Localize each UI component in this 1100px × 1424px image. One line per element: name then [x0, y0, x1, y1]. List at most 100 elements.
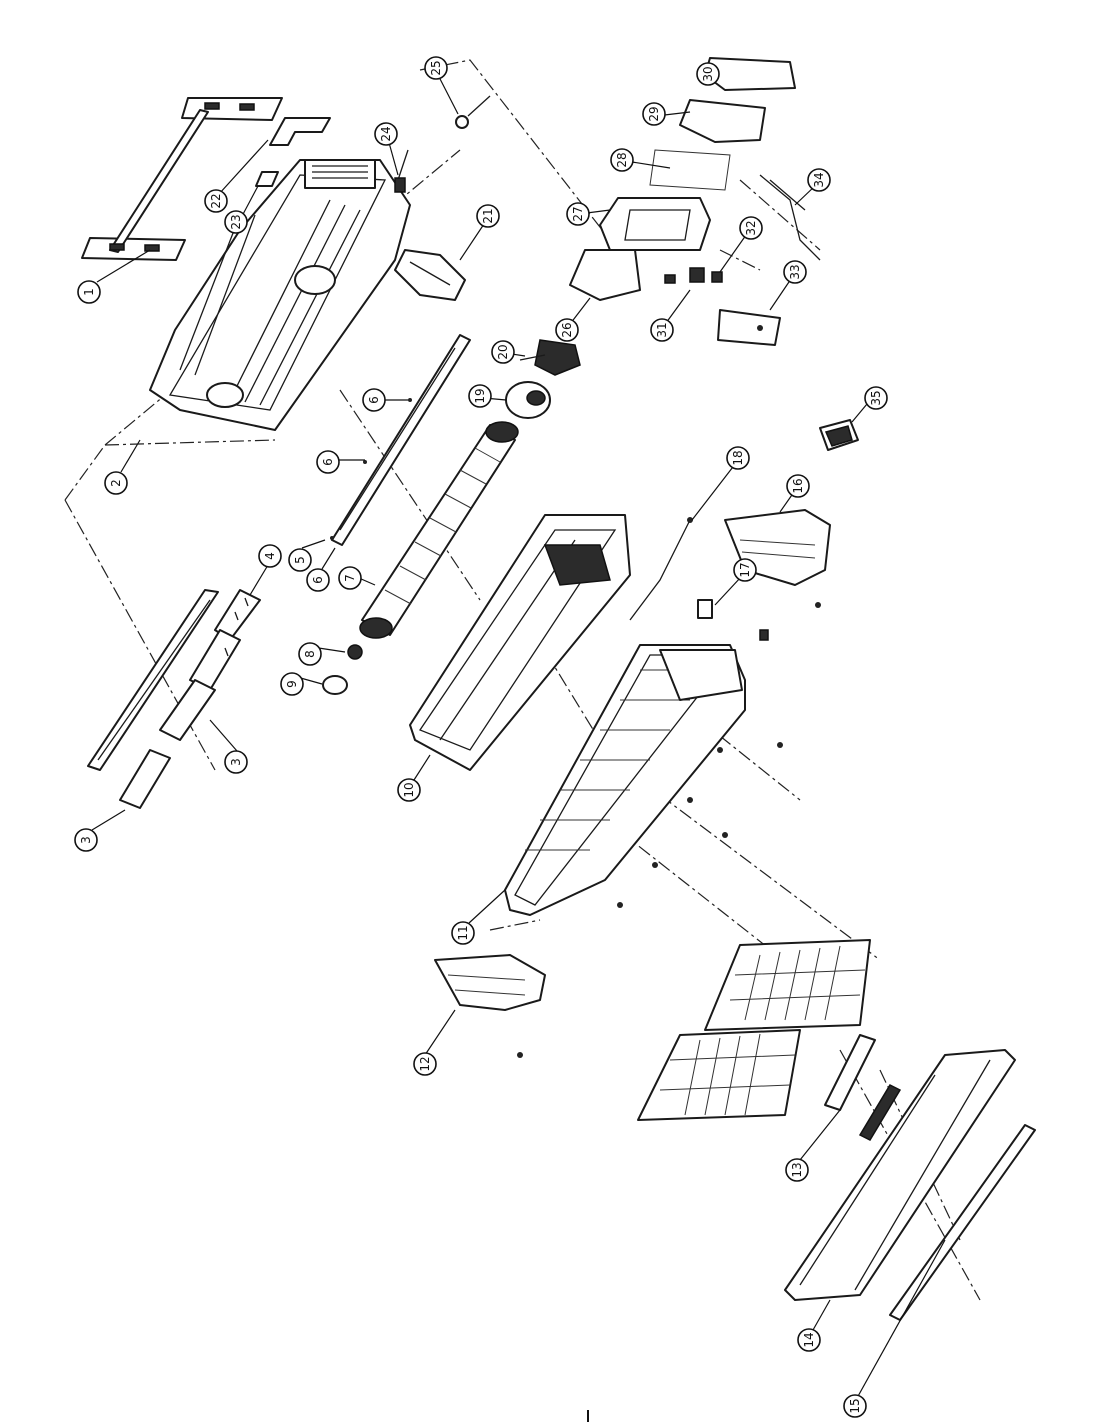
callout-10: 10: [397, 778, 421, 802]
callout-15: 15: [843, 1394, 867, 1418]
callout-label: 15: [848, 1398, 862, 1413]
callout-18: 18: [726, 446, 750, 470]
part-terminal-block: [717, 309, 781, 346]
part-evaporator: [409, 514, 631, 771]
part-mounting-plate: [81, 97, 283, 261]
callout-label: 28: [615, 152, 629, 167]
callout-21: 21: [476, 204, 500, 228]
callout-label: 13: [790, 1162, 804, 1177]
callout-label: 14: [802, 1332, 816, 1347]
callout-label: 35: [869, 390, 883, 405]
callout-label: 10: [402, 782, 416, 797]
callout-8: 8: [298, 642, 322, 666]
callout-20: 20: [491, 340, 515, 364]
callout-1: 1: [77, 280, 101, 304]
callout-6a: 6: [306, 568, 330, 592]
callout-3b: 3: [224, 750, 248, 774]
part-motor-bracket: [519, 339, 581, 376]
callout-35: 35: [864, 386, 888, 410]
part-pipes-24-25: [394, 95, 491, 193]
callout-label: 17: [738, 562, 752, 577]
callout-3a: 3: [74, 828, 98, 852]
callout-9: 9: [280, 672, 304, 696]
part-vanes: [87, 589, 261, 809]
callout-label: 19: [473, 388, 487, 403]
callout-label: 24: [379, 126, 393, 141]
callout-label: 7: [343, 574, 357, 582]
callout-label: 1: [82, 288, 96, 296]
callout-26: 26: [555, 318, 579, 342]
part-display-board: [824, 1034, 902, 1141]
callout-5: 5: [288, 548, 312, 572]
callout-label: 12: [418, 1056, 432, 1071]
callout-label: 6: [321, 458, 335, 466]
callout-label: 3: [229, 758, 243, 766]
callout-label: 9: [285, 680, 299, 688]
callout-label: 25: [429, 60, 443, 75]
callout-label: 18: [731, 450, 745, 465]
callout-2: 2: [104, 471, 128, 495]
callout-label: 6: [367, 396, 381, 404]
callout-label: 20: [496, 344, 510, 359]
callout-4: 4: [258, 544, 282, 568]
callout-14: 14: [797, 1328, 821, 1352]
callout-6b: 6: [316, 450, 340, 474]
part-cross-flow-fan: [359, 421, 519, 639]
callout-label: 22: [209, 193, 223, 208]
callout-label: 3: [79, 836, 93, 844]
callout-31: 31: [650, 318, 674, 342]
part-sensor-wire: [629, 517, 693, 621]
callout-label: 8: [303, 650, 317, 658]
callout-19: 19: [468, 384, 492, 408]
part-fan-motor: [505, 381, 551, 419]
part-display-bracket: [697, 599, 769, 641]
callout-16: 16: [786, 474, 810, 498]
part-remote-control: [819, 419, 859, 451]
callout-label: 6: [311, 576, 325, 584]
callout-label: 30: [701, 66, 715, 81]
callout-30: 30: [696, 62, 720, 86]
callout-7: 7: [338, 566, 362, 590]
callout-33: 33: [783, 260, 807, 284]
callout-label: 27: [571, 206, 585, 221]
callout-23: 23: [224, 210, 248, 234]
part-front-frame: [504, 644, 783, 916]
callout-label: 16: [791, 478, 805, 493]
callouts: 1 2 3 3 4 5 6 6 6 7 8 9 10 11 12 13 14 1…: [74, 56, 888, 1418]
part-rail-5: [330, 334, 471, 546]
part-cable: [759, 174, 821, 261]
callout-label: 29: [647, 106, 661, 121]
callout-25: 25: [424, 56, 448, 80]
callout-32: 32: [739, 216, 763, 240]
callout-17: 17: [733, 558, 757, 582]
callout-label: 23: [229, 214, 243, 229]
part-pipe-holder: [394, 249, 466, 301]
callout-label: 32: [744, 220, 758, 235]
callout-label: 26: [560, 322, 574, 337]
callout-label: 11: [456, 925, 470, 940]
callout-13: 13: [785, 1158, 809, 1182]
part-bearing: [322, 644, 363, 695]
part-evaporator-chassis: [149, 159, 411, 431]
callout-28: 28: [610, 148, 634, 172]
callout-label: 5: [293, 556, 307, 564]
callout-label: 31: [655, 322, 669, 337]
callout-label: 34: [812, 172, 826, 187]
callout-label: 2: [109, 479, 123, 487]
callout-label: 21: [481, 208, 495, 223]
callout-29: 29: [642, 102, 666, 126]
part-front-panel: [784, 1049, 1016, 1301]
callout-34: 34: [807, 168, 831, 192]
callout-label: 4: [263, 552, 277, 560]
callout-27: 27: [566, 202, 590, 226]
part-electrical-box: [569, 197, 723, 301]
part-brackets-22-23: [255, 117, 331, 187]
part-side-cover: [434, 954, 546, 1058]
part-air-filters: [637, 939, 871, 1121]
callout-24: 24: [374, 122, 398, 146]
callout-6c: 6: [362, 388, 386, 412]
callout-label: 33: [788, 264, 802, 279]
callout-12: 12: [413, 1052, 437, 1076]
callout-11: 11: [451, 921, 475, 945]
